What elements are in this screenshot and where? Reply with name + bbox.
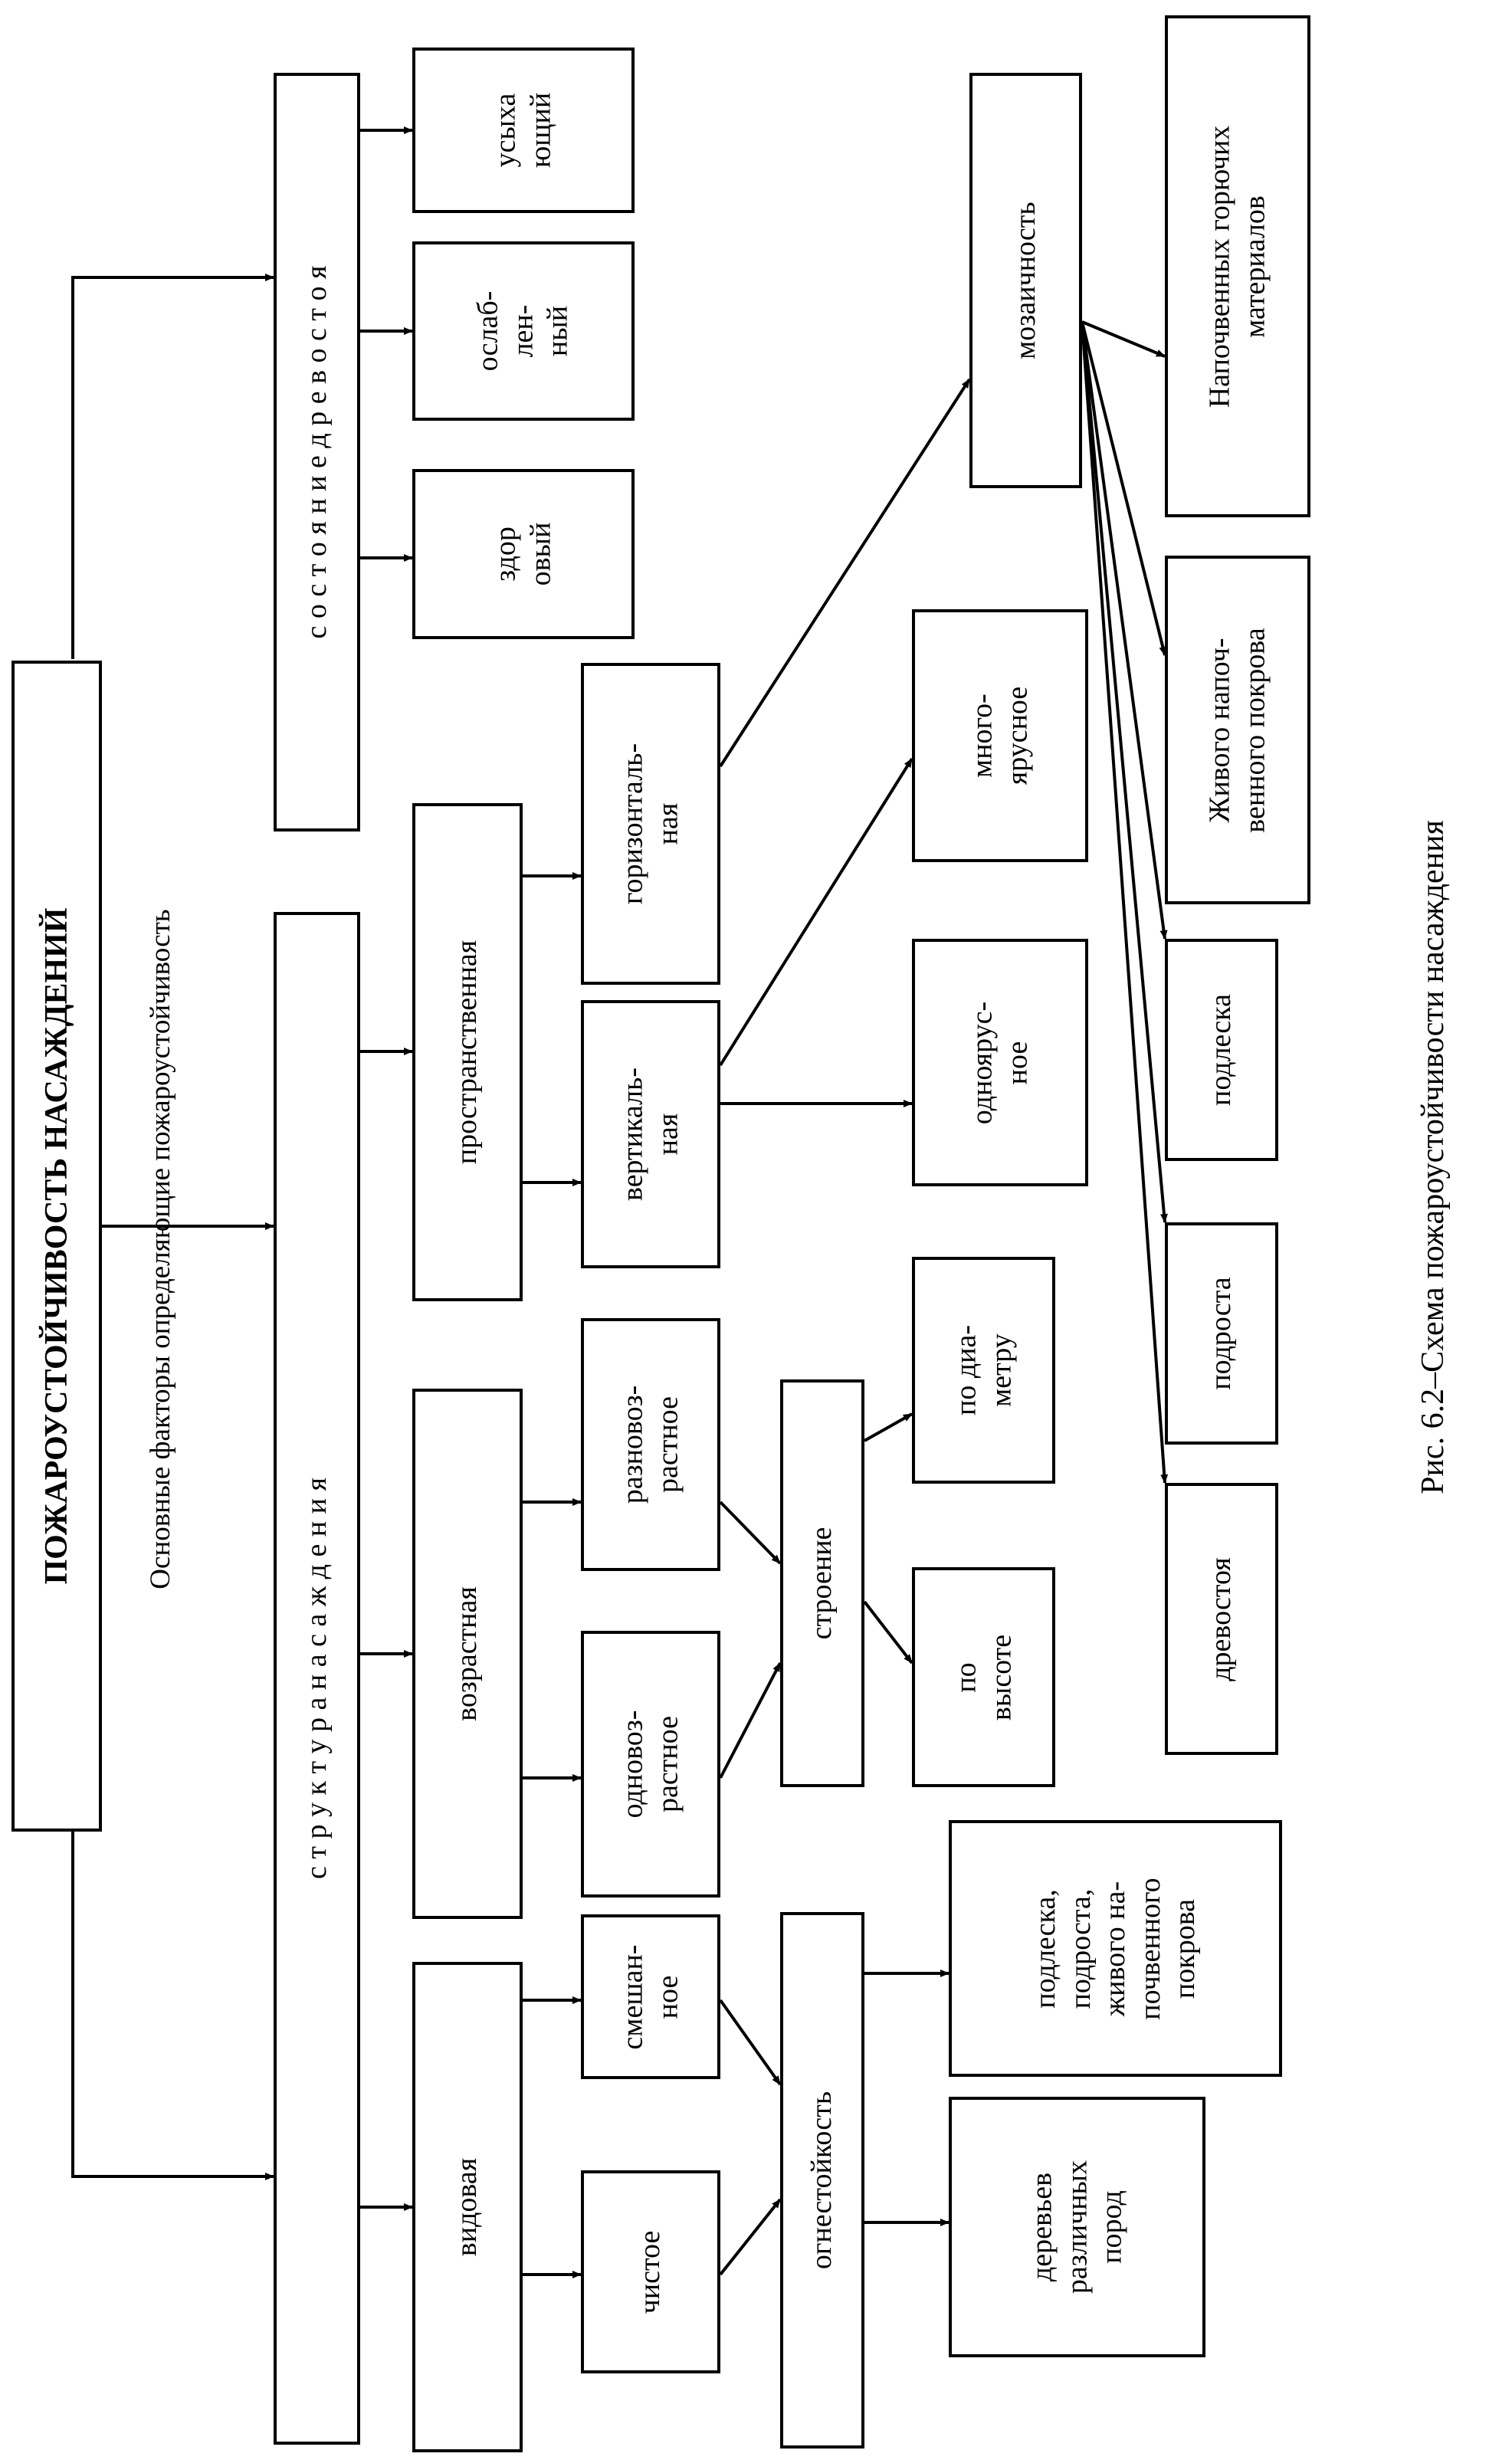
undergrowth-cover-label: подлеска, подроста, живого на- почвенног… xyxy=(1028,1877,1201,2020)
mixed-label: смешан- ное xyxy=(616,1944,684,2049)
vertical-label: вертикаль- ная xyxy=(616,1067,684,1202)
connector-mosaic-fuel xyxy=(1081,320,1166,358)
healthy-box: здор овый xyxy=(412,469,635,639)
structure-label: с т р у к т у р а н а с а ж д е н и я xyxy=(300,1478,333,1879)
structure-box: с т р у к т у р а н а с а ж д е н и я xyxy=(274,912,360,2445)
weakened-box: ослаб- лен- ный xyxy=(412,241,635,421)
connector-build-diameter xyxy=(864,1412,913,1442)
uneven-aged-box: разновоз- растное xyxy=(581,1318,720,1571)
even-aged-box: одновоз- растное xyxy=(581,1631,720,1897)
caption-text: Рис. 6.2–Схема пожароустойчивости насажд… xyxy=(1415,820,1451,1494)
species-label: видовая xyxy=(451,2157,484,2257)
multi-tier-label: много- ярусное xyxy=(966,686,1033,786)
by-diameter-box: по диа- метру xyxy=(912,1257,1055,1484)
live-cover-label: Живого напоч- венного покрова xyxy=(1203,627,1271,833)
connector-uneven-build xyxy=(719,1501,782,1565)
spatial-label: пространственная xyxy=(451,940,484,1165)
horizontal-box: горизонталь- ная xyxy=(581,663,720,985)
regrowth-box: подроста xyxy=(1165,1222,1278,1445)
age-box: возрастная xyxy=(412,1389,523,1919)
title-box: ПОЖАРОУСТОЙЧИВОСТЬ НАСАЖДЕНИЙ xyxy=(11,661,102,1832)
weakened-label: ослаб- лен- ный xyxy=(471,290,574,372)
healthy-label: здор овый xyxy=(489,522,556,586)
mixed-box: смешан- ное xyxy=(581,1914,720,2079)
connector-mosaic-regrowth xyxy=(1081,321,1168,1223)
age-label: возрастная xyxy=(451,1586,484,1721)
drying-label: усыха ющий xyxy=(489,92,556,169)
uneven-aged-label: разновоз- растное xyxy=(616,1385,684,1504)
connector-mosaic-live-cover xyxy=(1081,321,1167,656)
connector-vertical-multi xyxy=(719,757,913,1067)
title-text: ПОЖАРОУСТОЙЧИВОСТЬ НАСАЖДЕНИЙ xyxy=(38,907,74,1585)
even-aged-label: одновоз- растное xyxy=(616,1710,684,1819)
single-tier-label: одноярус- ное xyxy=(966,1001,1033,1124)
connector-mosaic-stand xyxy=(1081,321,1169,1484)
underbrush-label: подлеска xyxy=(1205,994,1238,1106)
species-box: видовая xyxy=(412,1962,523,2452)
spatial-box: пространственная xyxy=(412,803,523,1301)
connector-title-structure-bottom xyxy=(71,1832,274,2180)
caption-area: Рис. 6.2–Схема пожароустойчивости насажд… xyxy=(1395,613,1471,1701)
fire-resistance-label: огнестойкость xyxy=(805,2091,838,2270)
mosaic-label: мозаичность xyxy=(1009,202,1041,359)
regrowth-label: подроста xyxy=(1205,1277,1238,1390)
horizontal-label: горизонталь- ная xyxy=(616,743,684,905)
mosaic-box: мозаичность xyxy=(969,73,1082,488)
stand-box: древостоя xyxy=(1165,1483,1278,1755)
stand-state-box: с о с т о я н и е д р е в о с т о я xyxy=(274,73,360,831)
connector-title-stand-state xyxy=(71,274,274,659)
connector-mixed-fire xyxy=(719,1999,782,2086)
drying-box: усыха ющий xyxy=(412,48,635,213)
trees-species-box: деревьев различных пород xyxy=(949,2097,1205,2357)
pure-box: чистое xyxy=(581,2170,720,2373)
trees-species-label: деревьев различных пород xyxy=(1025,2160,1128,2294)
connector-even-build xyxy=(719,1662,782,1779)
underbrush-box: подлеска xyxy=(1165,939,1278,1161)
fuel-materials-box: Напочвенных горючих материалов xyxy=(1165,15,1310,517)
pure-label: чистое xyxy=(634,2230,667,2314)
fuel-materials-label: Напочвенных горючих материалов xyxy=(1203,125,1271,408)
by-height-box: по высоте xyxy=(912,1567,1055,1787)
undergrowth-cover-box: подлеска, подроста, живого на- почвенног… xyxy=(949,1820,1282,2077)
connector-pure-fire xyxy=(719,2198,782,2276)
stand-state-label: с о с т о я н и е д р е в о с т о я xyxy=(300,265,333,639)
structure-build-label: строение xyxy=(805,1527,838,1640)
multi-tier-box: много- ярусное xyxy=(912,609,1088,862)
connector-mosaic-underbrush xyxy=(1081,321,1168,940)
stand-label: древостоя xyxy=(1205,1556,1238,1681)
single-tier-box: одноярус- ное xyxy=(912,939,1088,1186)
live-cover-box: Живого напоч- венного покрова xyxy=(1165,556,1310,904)
structure-build-box: строение xyxy=(780,1379,864,1787)
fire-resistance-box: огнестойкость xyxy=(780,1912,864,2449)
subtitle-text: Основные факторы определяющие пожароусто… xyxy=(144,909,176,1589)
connector-build-height xyxy=(863,1600,913,1665)
connector-horizontal-mosaic xyxy=(719,378,971,768)
by-diameter-label: по диа- метру xyxy=(949,1324,1017,1416)
vertical-box: вертикаль- ная xyxy=(581,1000,720,1268)
subtitle-area: Основные факторы определяющие пожароусто… xyxy=(130,659,192,1839)
by-height-label: по высоте xyxy=(949,1634,1017,1720)
